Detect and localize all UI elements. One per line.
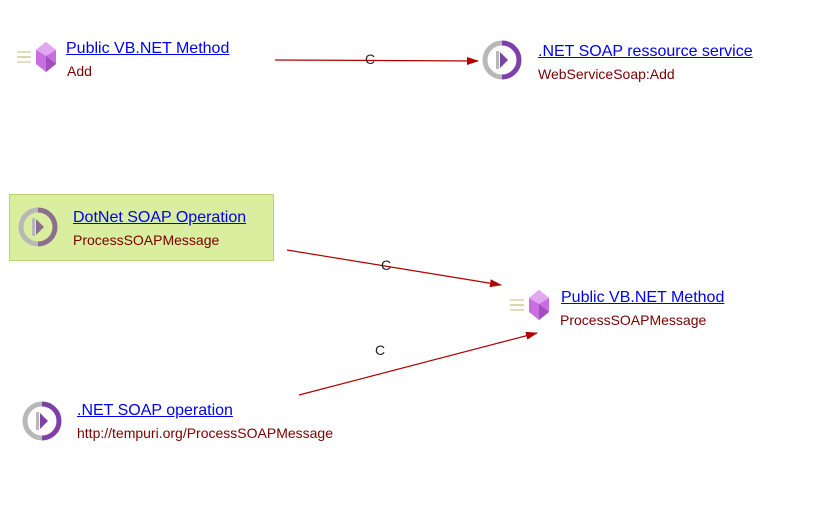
node-title[interactable]: DotNet SOAP Operation bbox=[73, 209, 247, 226]
node-vbnet-method-add[interactable]: Public VB.NET Method Add bbox=[12, 36, 272, 86]
soap-operation-icon bbox=[18, 207, 58, 247]
edge-label-n3-n4: C bbox=[381, 257, 391, 273]
node-title[interactable]: Public VB.NET Method bbox=[561, 289, 725, 306]
vbnet-method-gem-icon bbox=[510, 290, 549, 320]
node-net-soap-operation[interactable]: .NET SOAP operation http://tempuri.org/P… bbox=[22, 398, 362, 448]
edge-label-n1-n2: C bbox=[365, 51, 375, 67]
edge-n5-n4[interactable] bbox=[298, 331, 538, 396]
edge-n1-n2[interactable] bbox=[274, 56, 479, 65]
node-soap-ressource-service[interactable]: .NET SOAP ressource service WebServiceSo… bbox=[482, 38, 782, 88]
node-dotnet-soap-operation[interactable]: DotNet SOAP Operation ProcessSOAPMessage bbox=[18, 205, 268, 255]
node-subtitle: ProcessSOAPMessage bbox=[73, 232, 220, 248]
node-subtitle: WebServiceSoap:Add bbox=[538, 66, 675, 82]
edge-n3-n4[interactable] bbox=[286, 249, 502, 288]
soap-operation-icon bbox=[22, 401, 62, 441]
node-subtitle: http://tempuri.org/ProcessSOAPMessage bbox=[77, 425, 333, 441]
edge-label-n5-n4: C bbox=[375, 342, 385, 358]
soap-service-icon bbox=[482, 40, 522, 80]
node-title[interactable]: .NET SOAP operation bbox=[77, 402, 233, 419]
vbnet-method-gem-icon bbox=[17, 42, 56, 72]
node-title[interactable]: .NET SOAP ressource service bbox=[538, 43, 753, 60]
node-subtitle: Add bbox=[67, 63, 92, 79]
node-subtitle: ProcessSOAPMessage bbox=[560, 312, 707, 328]
node-title[interactable]: Public VB.NET Method bbox=[66, 40, 230, 57]
node-vbnet-method-processsoapmessage[interactable]: Public VB.NET Method ProcessSOAPMessage bbox=[505, 286, 765, 336]
